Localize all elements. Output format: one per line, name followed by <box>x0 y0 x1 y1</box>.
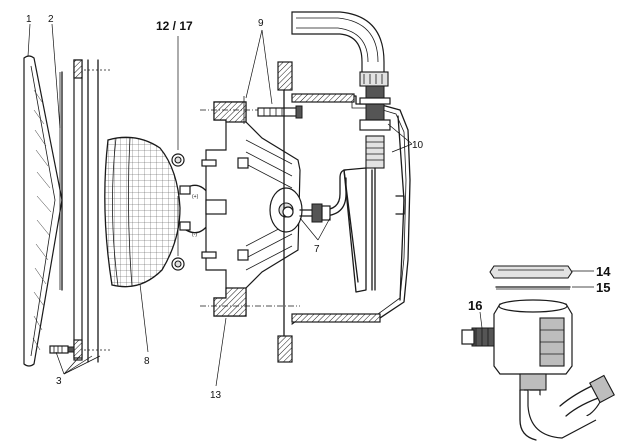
lamp-holder <box>200 101 303 317</box>
callout-15: 15 <box>596 280 610 295</box>
retaining-frame <box>49 59 110 363</box>
cable-conduit <box>291 11 391 291</box>
callout-3: 3 <box>56 376 62 387</box>
svg-text:(-): (-) <box>192 232 197 238</box>
niche-housing <box>277 61 411 363</box>
callout-16: 16 <box>468 298 482 313</box>
callout-labels: 1 2 3 8 12 / 17 13 9 7 10 14 15 16 <box>26 14 611 401</box>
svg-text:(+): (+) <box>192 194 199 200</box>
gasket <box>59 71 63 291</box>
front-ring <box>23 55 63 367</box>
junction-box <box>461 265 615 441</box>
callout-14: 14 <box>596 264 611 279</box>
lamp-cable <box>343 167 367 293</box>
callout-2: 2 <box>48 14 54 25</box>
callout-13: 13 <box>210 390 222 401</box>
callout-8: 8 <box>144 356 150 367</box>
callout-1: 1 <box>26 14 32 25</box>
cable-connector <box>282 169 347 223</box>
callout-10: 10 <box>412 140 424 151</box>
mounting-screw <box>243 96 303 124</box>
lamp-bulb <box>104 136 181 288</box>
leader-lines <box>27 23 594 387</box>
callout-9: 9 <box>258 18 264 29</box>
callout-12-17: 12 / 17 <box>156 19 193 33</box>
callout-7: 7 <box>314 244 320 255</box>
